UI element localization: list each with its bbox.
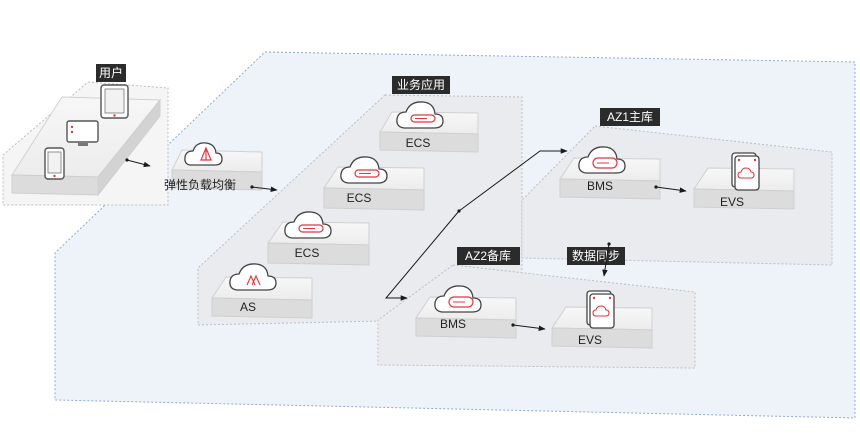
- ecs-top-label: ECS: [406, 136, 431, 150]
- evs-az1-node: EVS: [693, 152, 795, 210]
- az2-tag-label: AZ2备库: [465, 248, 511, 263]
- monitor-icon: [66, 120, 99, 146]
- business-zone: [197, 94, 523, 326]
- business-to-az1-arrow: [458, 148, 568, 212]
- az1-tag-label: AZ1主库: [607, 109, 653, 124]
- sync-tag: 数据同步: [567, 247, 625, 265]
- bms-az2-node: BMS: [415, 285, 517, 339]
- user-to-elb-arrow: [126, 159, 151, 168]
- evs-az2-label: EVS: [578, 333, 602, 347]
- elb-node: 弹性负载均衡: [164, 142, 263, 192]
- elb-label: 弹性负载均衡: [164, 178, 236, 192]
- data-sync-arrow: [602, 243, 610, 277]
- bms-az1-label: BMS: [587, 179, 613, 193]
- ecs-node-top: ECS: [379, 101, 479, 153]
- bare-metal-cloud-icon: [434, 285, 482, 313]
- ecs-node-mid: ECS: [323, 156, 425, 211]
- sync-tag-label: 数据同步: [572, 248, 620, 263]
- server-cloud-icon: [340, 156, 388, 184]
- az1-tag: AZ1主库: [600, 108, 660, 126]
- ecs-mid-label: ECS: [347, 191, 372, 205]
- business-tag-label: 业务应用: [397, 77, 445, 92]
- auto-scaling-cloud-icon: [229, 263, 277, 291]
- bms-to-evs-az2-arrow: [512, 324, 546, 331]
- server-cloud-icon: [396, 101, 444, 129]
- bare-metal-cloud-icon: [578, 146, 626, 174]
- user-tag-label: 用户: [99, 65, 123, 80]
- ecs-node-low: ECS: [267, 211, 370, 266]
- ecs-low-label: ECS: [295, 246, 320, 260]
- server-cloud-icon: [284, 211, 332, 239]
- bms-to-evs-az1-arrow: [655, 186, 687, 193]
- elb-to-business-arrow: [251, 186, 278, 193]
- tablet-icon: [100, 84, 129, 119]
- bms-az2-label: BMS: [440, 317, 466, 331]
- as-label: AS: [240, 300, 256, 314]
- evs-az2-node: EVS: [551, 290, 653, 349]
- bms-az1-node: BMS: [559, 146, 661, 200]
- disk-cloud-icon: [586, 290, 615, 329]
- az2-tag: AZ2备库: [457, 247, 520, 265]
- user-tag: 用户: [96, 64, 126, 82]
- evs-az1-label: EVS: [720, 195, 744, 209]
- load-balancer-cloud-icon: [184, 142, 223, 166]
- business-to-az2-arrow: [384, 210, 460, 301]
- disk-cloud-icon: [731, 152, 760, 191]
- phone-icon: [44, 147, 65, 180]
- business-tag: 业务应用: [392, 76, 450, 94]
- as-node: AS: [211, 263, 313, 319]
